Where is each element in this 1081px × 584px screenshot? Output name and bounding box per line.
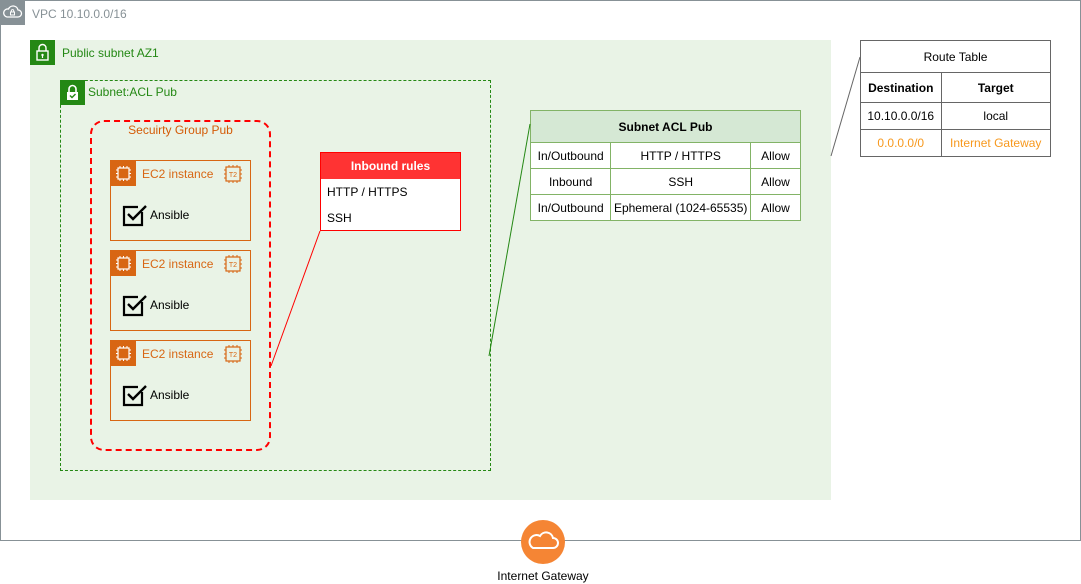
- route-header-target: Target: [940, 72, 1051, 103]
- vpc-label: VPC 10.10.0.0/16: [32, 7, 127, 21]
- ec2-label: EC2 instance: [142, 167, 214, 181]
- t2-badge-text: T2: [229, 262, 237, 269]
- security-group-box: [90, 120, 271, 451]
- table-row: 0.0.0.0/0 Internet Gateway: [860, 129, 1051, 157]
- acl-protocol: SSH: [610, 168, 752, 195]
- table-row: 10.10.0.0/16 local: [860, 102, 1051, 130]
- t2-badge-text: T2: [229, 352, 237, 359]
- subnet-to-route-connector: [830, 56, 861, 157]
- public-subnet-label: Public subnet AZ1: [62, 46, 159, 60]
- lock-icon: [30, 40, 55, 65]
- ec2-instance-1[interactable]: EC2 instance T2 Ansible: [110, 160, 251, 241]
- inbound-rules-title: Inbound rules: [321, 153, 460, 179]
- inbound-rule-ssh: SSH: [327, 211, 352, 225]
- inbound-rules-box[interactable]: Inbound rules HTTP / HTTPS SSH: [320, 152, 461, 231]
- security-group-label: Secuirty Group Pub: [128, 123, 233, 137]
- table-row: In/Outbound HTTP / HTTPS Allow: [529, 142, 801, 169]
- acl-action: Allow: [750, 194, 801, 221]
- vpc-cloud-icon: [0, 0, 25, 25]
- subnet-acl-box: [60, 80, 491, 471]
- route-table[interactable]: Route Table Destination Target 10.10.0.0…: [860, 40, 1051, 157]
- ec2-chip-icon: [111, 161, 136, 186]
- t2-badge-icon: T2: [222, 253, 244, 278]
- ec2-label: EC2 instance: [142, 257, 214, 271]
- table-row: Inbound SSH Allow: [529, 168, 801, 195]
- t2-badge-icon: T2: [222, 163, 244, 188]
- route-header-destination: Destination: [860, 72, 942, 103]
- ec2-instance-3[interactable]: EC2 instance T2 Ansible: [110, 340, 251, 421]
- acl-table-title: Subnet ACL Pub: [530, 110, 801, 143]
- acl-action: Allow: [750, 142, 801, 169]
- internet-gateway-label: Internet Gateway: [497, 569, 589, 583]
- inbound-rule-http: HTTP / HTTPS: [327, 185, 408, 199]
- ansible-label: Ansible: [150, 388, 190, 402]
- shield-lock-icon: [60, 80, 85, 105]
- ansible-check-icon: [122, 292, 148, 321]
- ansible-label: Ansible: [150, 208, 190, 222]
- ansible-label: Ansible: [150, 298, 190, 312]
- ec2-instance-2[interactable]: EC2 instance T2 Ansible: [110, 250, 251, 331]
- ec2-chip-icon: [111, 251, 136, 276]
- acl-protocol: HTTP / HTTPS: [610, 142, 752, 169]
- table-row: In/Outbound Ephemeral (1024-65535) Allow: [529, 194, 801, 221]
- ec2-label: EC2 instance: [142, 347, 214, 361]
- sg-to-inbound-connector: [270, 230, 321, 367]
- subnet-acl-label: Subnet:ACL Pub: [88, 85, 177, 99]
- subnet-acl-table[interactable]: Subnet ACL Pub In/Outbound HTTP / HTTPS …: [529, 110, 801, 221]
- ansible-check-icon: [122, 382, 148, 411]
- internet-gateway-icon[interactable]: [521, 520, 565, 564]
- route-target: local: [940, 102, 1051, 130]
- acl-direction: In/Outbound: [529, 194, 612, 221]
- route-destination: 0.0.0.0/0: [860, 129, 942, 157]
- acl-to-table-connector: [488, 123, 531, 357]
- route-target: Internet Gateway: [940, 129, 1051, 157]
- t2-badge-text: T2: [229, 172, 237, 179]
- acl-protocol: Ephemeral (1024-65535): [610, 194, 752, 221]
- t2-badge-icon: T2: [222, 343, 244, 368]
- route-table-title: Route Table: [860, 40, 1051, 73]
- route-destination: 10.10.0.0/16: [860, 102, 942, 130]
- ec2-chip-icon: [111, 341, 136, 366]
- ansible-check-icon: [122, 202, 148, 231]
